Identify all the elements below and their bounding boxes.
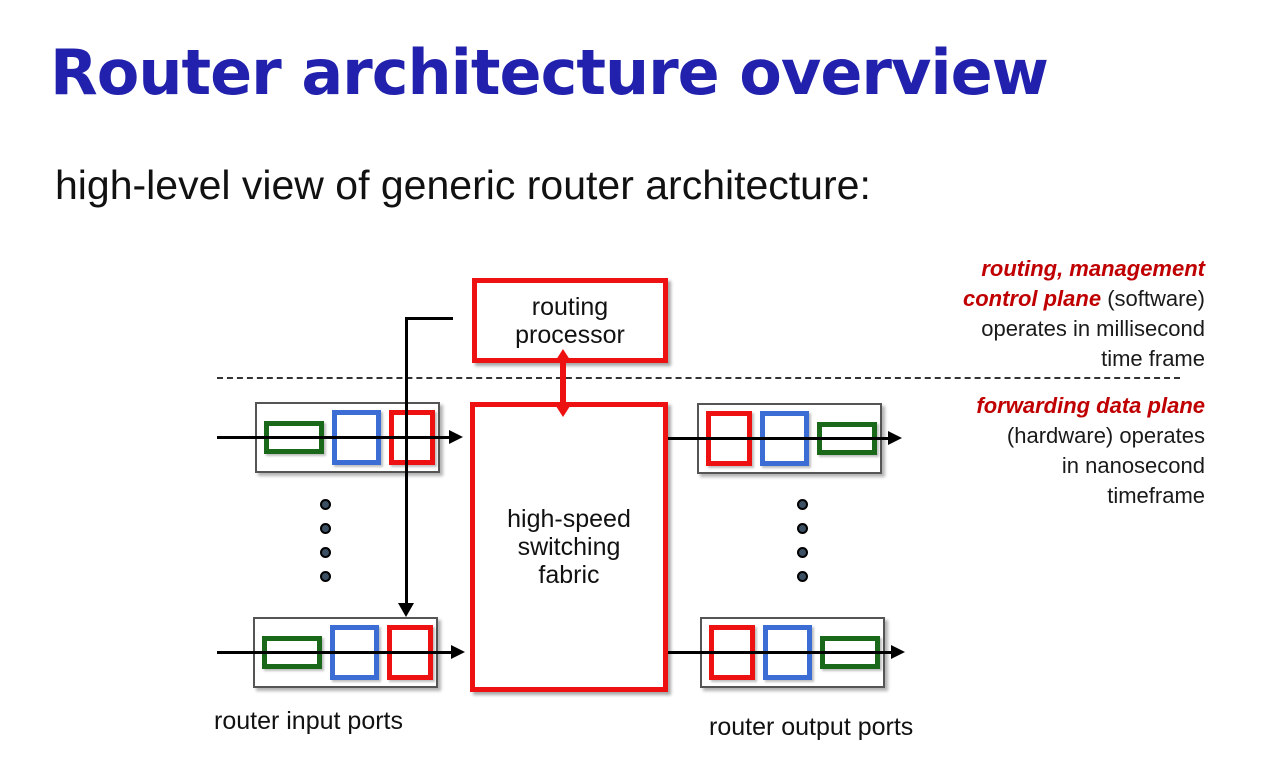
note-emphasis: control plane <box>962 286 1102 311</box>
note-emphasis: routing, management <box>981 256 1205 281</box>
control-plane-note: routing, management control plane (softw… <box>865 254 1205 374</box>
ellipsis-dot <box>320 523 331 534</box>
note-text: (software) <box>1101 286 1205 311</box>
ellipsis-dot <box>797 523 808 534</box>
note-text: operates in millisecond <box>981 316 1205 341</box>
note-text: in nanosecond <box>1061 453 1205 478</box>
ellipsis-dot <box>320 547 331 558</box>
flow-arrow-input-bottom <box>217 645 465 659</box>
ellipsis-dot <box>797 571 808 582</box>
page-title: Router architecture overview <box>50 36 1049 109</box>
flow-arrow-output-bottom <box>668 645 905 659</box>
control-data-exchange-arrow <box>560 361 566 404</box>
routing-connector-vertical <box>405 317 408 604</box>
output-ports-label: router output ports <box>709 713 914 741</box>
data-plane-note: forwarding data plane (hardware) operate… <box>865 391 1205 511</box>
input-ports-ellipsis <box>320 499 331 582</box>
routing-connector-arrowhead <box>398 603 414 617</box>
ellipsis-dot <box>320 571 331 582</box>
arrow-down-head <box>554 403 572 417</box>
note-text: timeframe <box>1107 483 1205 508</box>
switching-fabric-box: high-speed switching fabric <box>470 402 668 692</box>
ellipsis-dot <box>797 547 808 558</box>
ellipsis-dot <box>320 499 331 510</box>
note-text: time frame <box>1101 346 1205 371</box>
ellipsis-dot <box>797 499 808 510</box>
note-emphasis: forwarding data plane <box>976 393 1205 418</box>
output-ports-ellipsis <box>797 499 808 582</box>
note-text: (hardware) operates <box>1006 423 1205 448</box>
input-ports-label: router input ports <box>214 707 403 735</box>
flow-arrow-input-top <box>217 430 463 444</box>
flow-arrow-output-top <box>668 431 902 445</box>
plane-divider-line <box>217 377 1180 379</box>
routing-connector-horizontal <box>406 317 453 320</box>
routing-processor-box: routing processor <box>472 278 668 363</box>
page-subtitle: high-level view of generic router archit… <box>55 162 871 208</box>
arrow-up-head <box>554 349 572 363</box>
